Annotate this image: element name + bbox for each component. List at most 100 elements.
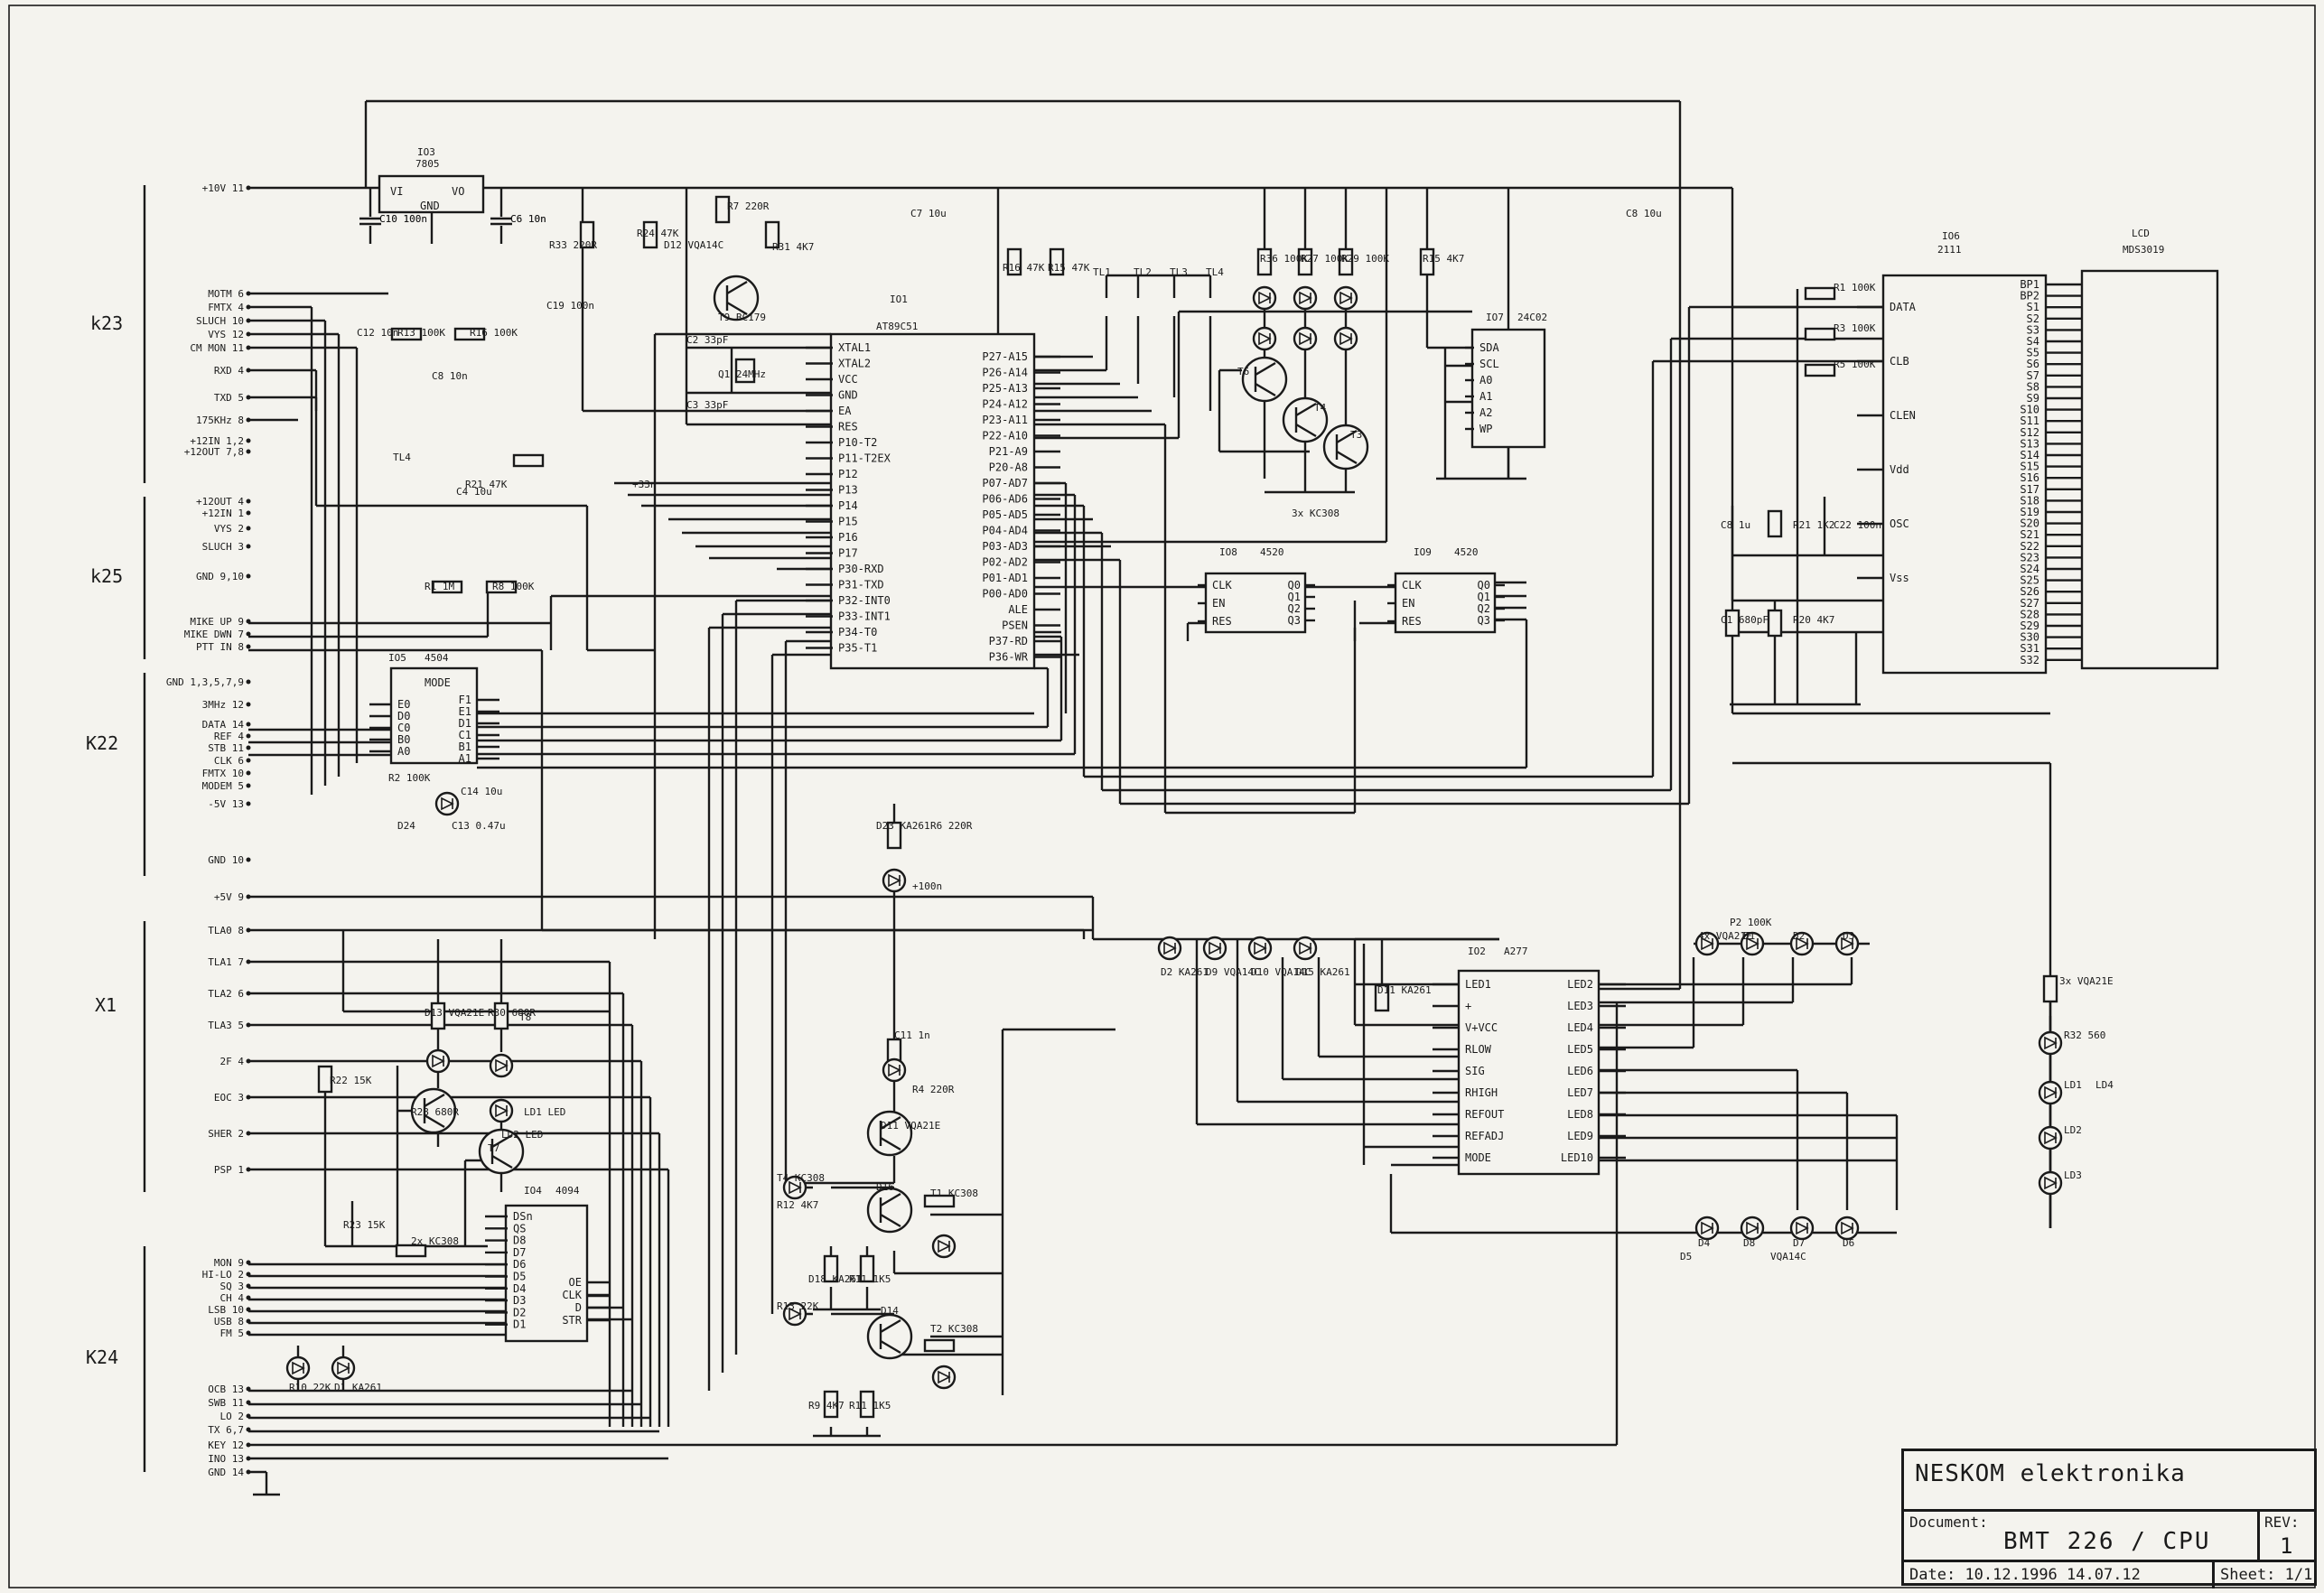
a277-pin-right: LED6 (1567, 1065, 1593, 1077)
diode-symbol (938, 1239, 951, 1253)
lcd-module: LCD MDS3019 (2046, 228, 2219, 670)
transistor-emitter (1255, 382, 1276, 397)
lcd-driver-pin-right: S21 (2020, 528, 2039, 541)
transistor-emitter (1295, 423, 1317, 438)
counter-a-pin-left: CLK (1212, 579, 1232, 592)
lcd-driver-pin-right: S7 (2027, 369, 2039, 382)
component-label: LD2 (2064, 1124, 2082, 1136)
lcd-driver-pin-right: S20 (2020, 517, 2039, 530)
pin-terminal (246, 526, 251, 531)
mcu-pin-right: P26-A14 (982, 367, 1028, 379)
transistor-emitter (491, 1154, 513, 1169)
transistor-collector (1255, 361, 1276, 377)
sr-pin-right: CLK (562, 1289, 582, 1301)
svg-text:7805: 7805 (415, 158, 440, 170)
component-label: R7 220R (727, 200, 770, 212)
led-diode (489, 1098, 514, 1123)
transistor-emitter (1336, 450, 1358, 465)
component-label: R15 4K7 (1423, 253, 1464, 265)
led-diode (489, 1053, 514, 1078)
ls-pin-right: B1 (459, 741, 471, 753)
pin-terminal (246, 783, 251, 788)
diode-symbol (337, 1361, 350, 1375)
left-pin-label: SWB 11 (208, 1397, 244, 1409)
mcu-pin-right: PSEN (1002, 620, 1028, 632)
diode-symbol (1746, 936, 1759, 951)
component-label: C2 33pF (686, 334, 728, 346)
component-label: D6 (1843, 1237, 1854, 1249)
component-label: D11 KA261 (1377, 984, 1432, 996)
counter-b-pin-right: Q3 (1478, 614, 1490, 627)
counter-a-pin-right: Q1 (1288, 591, 1301, 603)
component-label: C8 10n (432, 370, 468, 382)
left-pin-label: TXD 5 (214, 392, 244, 404)
mcu-pin-left: P11-T2EX (838, 452, 891, 465)
counter-a-pin-left: EN (1212, 597, 1225, 610)
counter-a-pin-right: Q0 (1288, 579, 1301, 592)
component-label: D14 (881, 1305, 899, 1317)
mcu-pin-left: P10-T2 (838, 436, 877, 449)
revision-value: 1 (2280, 1533, 2293, 1559)
diode-symbol (495, 1104, 509, 1118)
component-label: R22 15K (330, 1075, 372, 1086)
eeprom-pin: SCL (1479, 358, 1499, 370)
diode-symbol (789, 1307, 802, 1321)
a277-pin-right: LED9 (1567, 1130, 1593, 1142)
a277-pin-left: SIG (1465, 1065, 1485, 1077)
sr-pin-right: STR (562, 1314, 582, 1327)
ls-pin-right: C1 (459, 729, 471, 741)
lcd-driver-pin-right: S22 (2020, 540, 2039, 553)
diode-symbol (432, 1054, 445, 1068)
left-pin-label: EOC 3 (214, 1092, 244, 1104)
resistor (923, 1338, 956, 1353)
connector-k23-label: k23 (90, 312, 123, 334)
date-row: Date: 10.12.1996 14.07.12 Sheet: 1/1 (1904, 1560, 2314, 1588)
left-pin-label: SHER 2 (208, 1128, 244, 1140)
mcu-pin-left: P33-INT1 (838, 610, 891, 623)
mcu-pin-left: XTAL1 (838, 341, 871, 354)
left-pin-label: SQ 3 (220, 1281, 245, 1292)
resistor (823, 1390, 839, 1419)
mcu-pin-right: P27-A15 (982, 350, 1028, 363)
svg-text:4504: 4504 (425, 652, 449, 664)
diode-symbol (292, 1361, 305, 1375)
signal-wiring (248, 188, 2052, 1496)
lcd-driver-pin-right: S4 (2027, 335, 2039, 348)
resistor (1804, 363, 1836, 377)
resistor (764, 220, 780, 249)
lcd-driver-pin-right: S17 (2020, 483, 2039, 496)
lcd-driver-pin-right: S25 (2020, 574, 2039, 587)
mcu-pin-left: P12 (838, 468, 858, 480)
component-label: Q1 24MHz (718, 368, 766, 380)
component-label: +100n (912, 880, 942, 892)
a277-pin-left: REFOUT (1465, 1108, 1504, 1121)
transistor (713, 275, 760, 321)
mcu-pin-left: P14 (838, 499, 858, 512)
component-label: R1 1M (425, 581, 454, 592)
mcu-pin-left: P34-T0 (838, 626, 877, 638)
diode-symbol (441, 796, 454, 811)
mcu-pin-left: VCC (838, 373, 858, 386)
left-pin-label: TX 6,7 (208, 1424, 244, 1436)
left-pin-label: MON 9 (214, 1257, 244, 1269)
component-label: C12 10n (357, 327, 398, 339)
led-diode (1333, 326, 1358, 351)
pin-terminal (246, 449, 251, 454)
lcd-driver-pin-right: S2 (2027, 312, 2039, 325)
sr-pin-left: DSn (513, 1210, 533, 1223)
c6-label: C6 10n (510, 213, 546, 225)
pin-terminal (246, 644, 251, 649)
sheet-value: 1/1 (2284, 1566, 2313, 1584)
mcu-pin-right: P22-A10 (982, 430, 1028, 442)
component-label: D8 (1743, 1237, 1755, 1249)
component-label: +33n (632, 479, 657, 490)
component-label: D3 (1843, 930, 1854, 942)
diode-symbol (1299, 941, 1312, 955)
resistor (1049, 247, 1065, 276)
svg-text:4094: 4094 (555, 1185, 580, 1197)
left-pin-label: TLA1 7 (208, 956, 244, 968)
resistor (430, 1001, 446, 1030)
mcu-pin-right: P07-AD7 (982, 477, 1028, 489)
